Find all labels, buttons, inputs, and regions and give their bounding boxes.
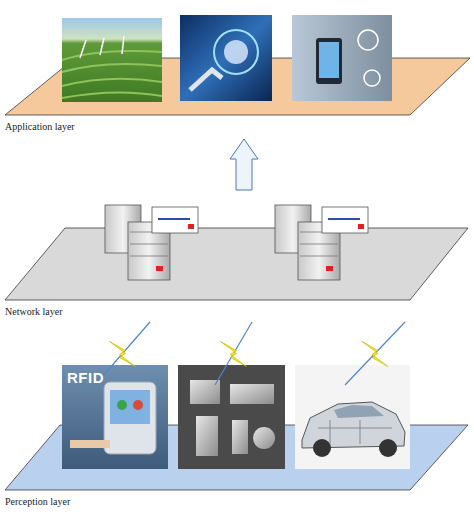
- factory-photo-bg: [292, 15, 392, 101]
- factory-photo: [292, 15, 392, 101]
- device-label: RFID: [67, 369, 104, 386]
- band-outline: [5, 385, 470, 513]
- message-mark: [358, 224, 364, 229]
- layer-band: Network layer: [5, 190, 470, 322]
- sensor-device: [253, 427, 275, 449]
- block-arrow: [230, 139, 258, 190]
- car-wheel: [313, 439, 331, 457]
- message-card: [322, 207, 368, 233]
- lightning-bolt: [221, 342, 247, 367]
- band-outline: [5, 190, 470, 322]
- layer-name: Perception layer: [5, 496, 70, 507]
- sensor-device: [196, 416, 218, 456]
- server-tower: [105, 205, 141, 253]
- tech-hand: [190, 70, 222, 90]
- rfid-reader: [104, 382, 156, 454]
- sensor-photo: [178, 365, 285, 469]
- lightning-bolt: [110, 342, 136, 367]
- server-slots: [130, 232, 168, 256]
- gear-icon: [358, 30, 378, 50]
- crop-rows: [62, 51, 162, 98]
- screen-figure: [133, 400, 143, 410]
- car-photo: [295, 365, 410, 469]
- phone-screen: [319, 42, 339, 78]
- message-line: [158, 218, 190, 220]
- message-mark: [188, 224, 194, 229]
- sensor-device: [190, 380, 220, 404]
- lightning-bolt: [362, 342, 388, 367]
- car-photo-bg: [295, 365, 410, 469]
- wireless-link: [215, 322, 252, 385]
- car-wheel: [379, 439, 397, 457]
- message-line: [328, 218, 360, 220]
- band-outline: [5, 55, 470, 139]
- reader-screen: [110, 390, 150, 424]
- link-line: [345, 322, 405, 385]
- band-shape: [5, 425, 468, 490]
- message-card: [152, 207, 198, 233]
- layer-band: Application layer: [5, 55, 470, 139]
- layer-name: Application layer: [5, 121, 75, 132]
- server-slots: [300, 232, 338, 256]
- wireless-link: [345, 322, 405, 385]
- sensor-poles: [80, 36, 124, 58]
- sensor-device: [232, 420, 248, 454]
- car-frame: [318, 420, 392, 444]
- car-body: [302, 402, 405, 448]
- sensor-device: [230, 384, 274, 404]
- server-tower: [298, 222, 340, 280]
- link-line: [215, 322, 252, 385]
- tech-ring: [214, 30, 258, 74]
- sensor-photo-bg: [178, 365, 285, 469]
- band-shape: [5, 58, 470, 115]
- layer-name: Network layer: [5, 306, 62, 317]
- phone-body: [316, 38, 342, 84]
- screen-figure: [117, 400, 127, 410]
- hand-card: [70, 440, 110, 448]
- rfid-photo: [62, 365, 168, 469]
- server-light: [156, 266, 163, 271]
- farm-photo: [62, 18, 162, 102]
- tech-head: [224, 40, 248, 64]
- gear-icon: [364, 70, 380, 86]
- server-group: [105, 205, 198, 280]
- tech-photo-bg: [180, 15, 272, 101]
- tech-photo: [180, 15, 272, 101]
- band-shape: [5, 228, 468, 300]
- server-light: [326, 266, 333, 271]
- server-tower: [275, 205, 311, 253]
- rfid-photo-bg: [62, 365, 168, 469]
- server-tower: [128, 222, 170, 280]
- farm-photo-bg: [62, 18, 162, 102]
- server-group: [275, 205, 368, 280]
- car-window: [334, 405, 384, 418]
- flow-arrow: [230, 139, 258, 190]
- layer-band: Perception layer: [5, 385, 470, 513]
